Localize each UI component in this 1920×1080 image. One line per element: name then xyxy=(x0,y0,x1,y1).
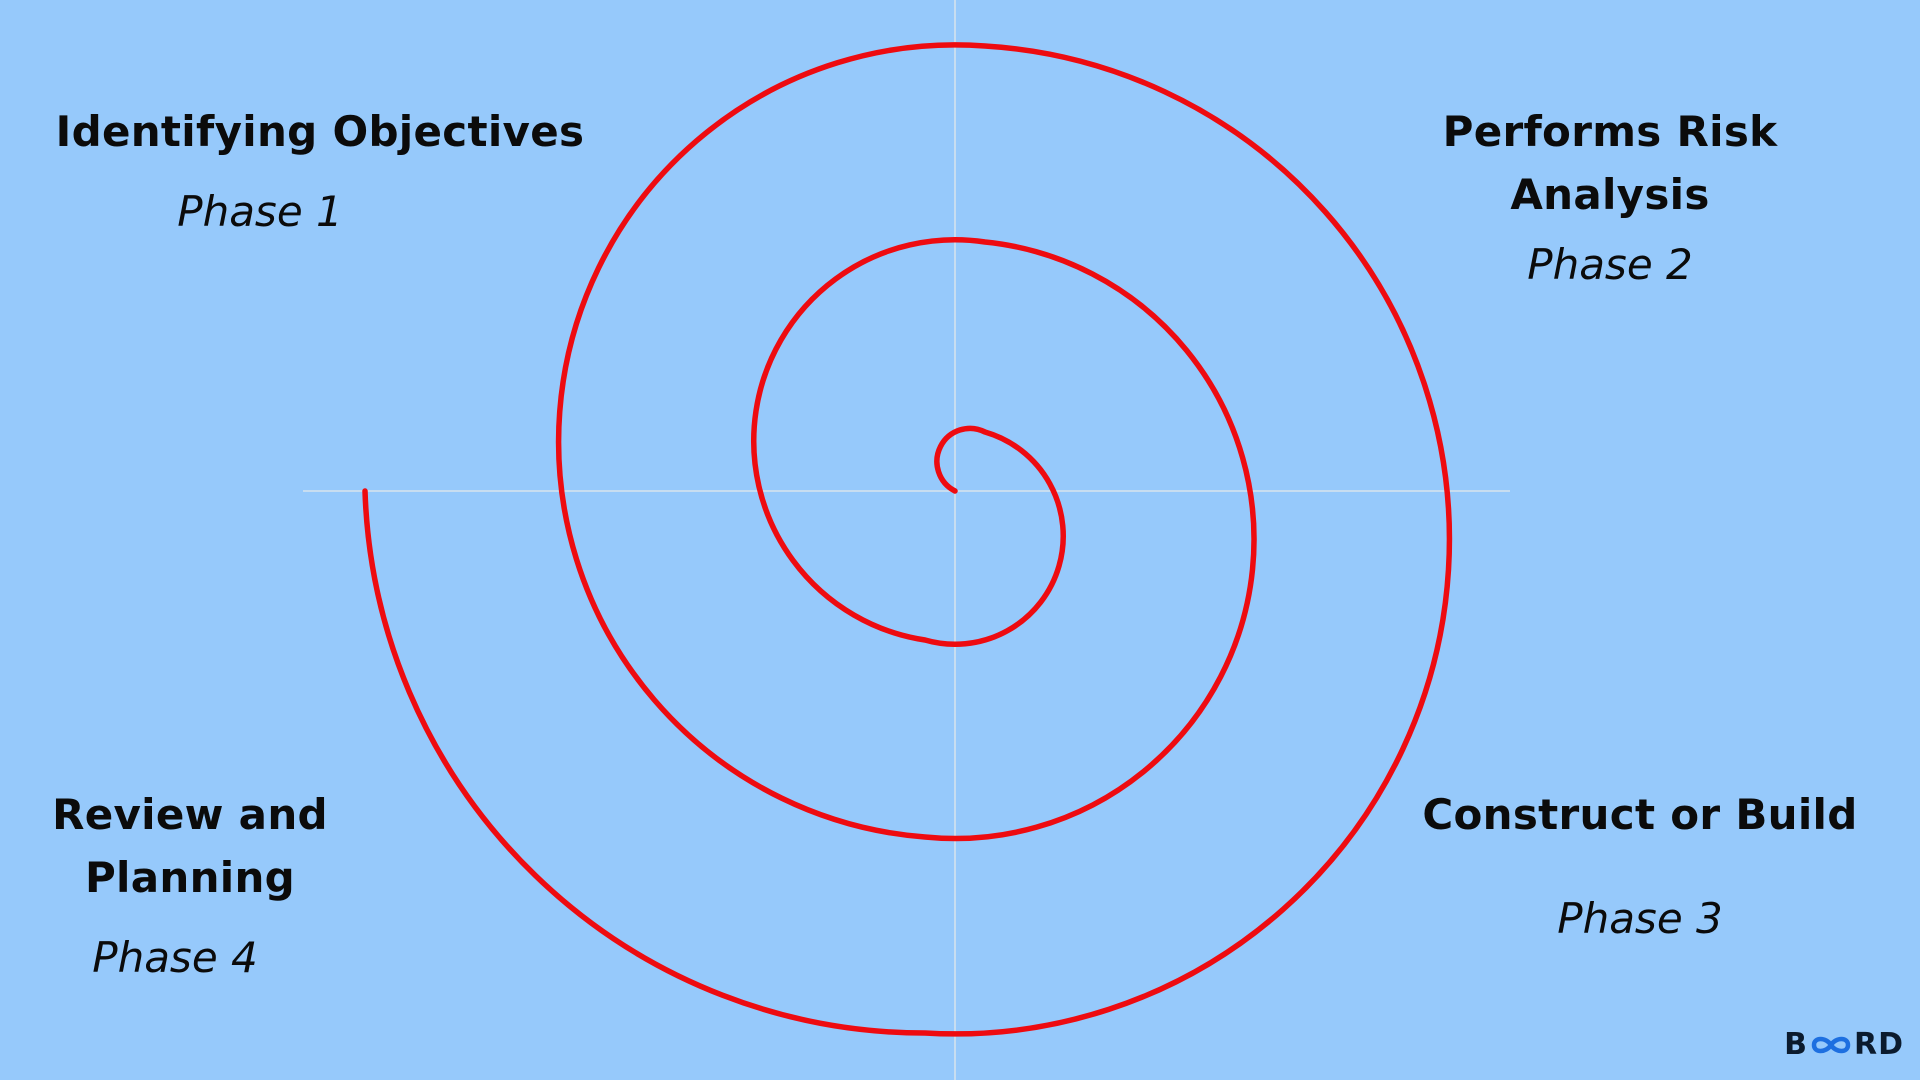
phase-2-label: Phase 2 xyxy=(1527,240,1693,289)
phase-4-title-line: Review and xyxy=(52,790,328,839)
phase-3-block: Construct or Build Phase 3 xyxy=(1390,783,1890,944)
board-logo: B RD xyxy=(1784,1027,1904,1062)
logo-text-start: B xyxy=(1784,1027,1808,1062)
phase-2-title-line: Analysis xyxy=(1510,170,1710,219)
phase-3-title: Construct or Build xyxy=(1390,783,1890,846)
phase-4-label: Phase 4 xyxy=(92,933,258,982)
phase-1-block: Identifying Objectives Phase 1 xyxy=(40,100,600,237)
phase-2-title: Performs Risk Analysis xyxy=(1370,100,1850,226)
infinity-loop-icon xyxy=(1811,1036,1851,1053)
phase-2-block: Performs Risk Analysis Phase 2 xyxy=(1370,100,1850,290)
phase-1-title: Identifying Objectives xyxy=(40,100,600,163)
phase-4-title-line: Planning xyxy=(84,853,296,902)
spiral-path xyxy=(362,42,1453,1037)
logo-text-end: RD xyxy=(1853,1027,1904,1062)
phase-3-title-line: Construct or Build xyxy=(1422,790,1858,839)
phase-4-title: Review and Planning xyxy=(40,783,340,909)
phase-1-label: Phase 1 xyxy=(177,187,343,236)
phase-3-label: Phase 3 xyxy=(1557,894,1723,943)
phase-4-block: Review and Planning Phase 4 xyxy=(40,783,340,983)
phase-1-title-line: Identifying Objectives xyxy=(55,107,585,156)
phase-2-title-line: Performs Risk xyxy=(1442,107,1778,156)
